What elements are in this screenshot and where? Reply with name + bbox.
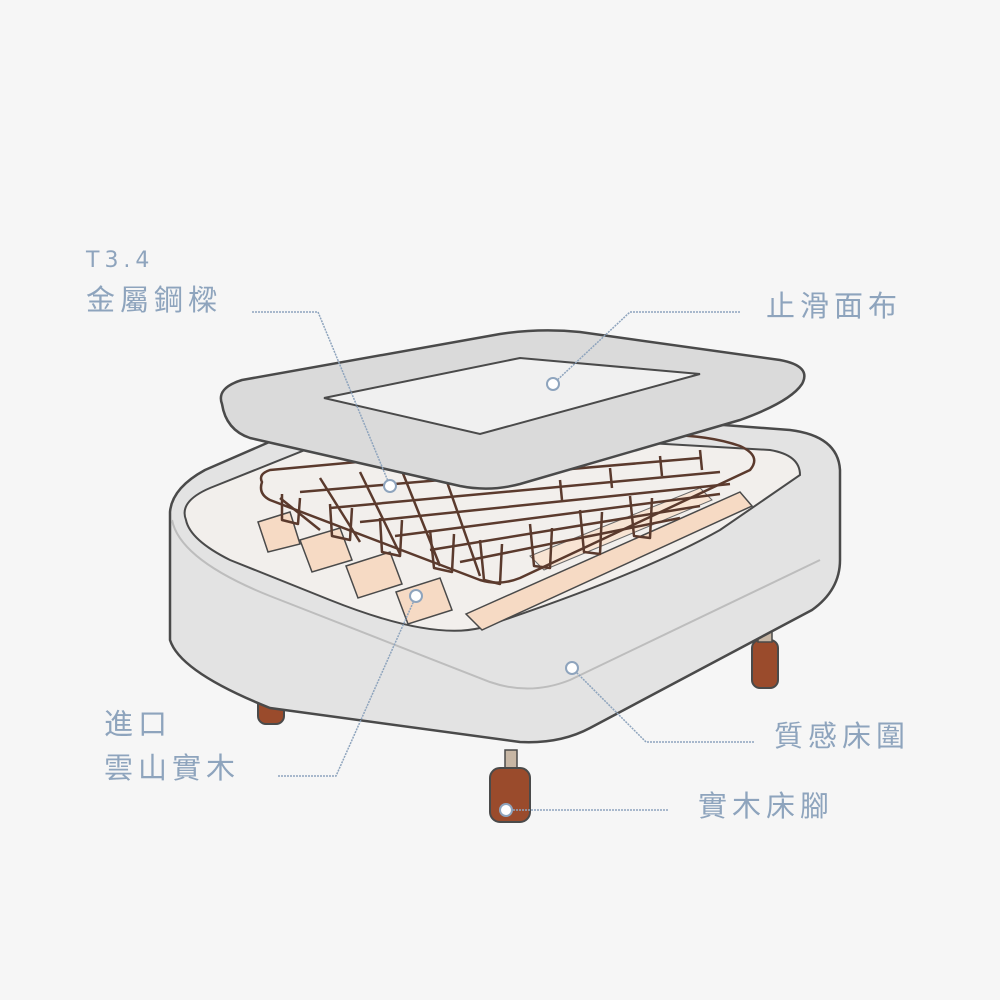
label-textured-surround: 質感床圍: [774, 719, 911, 753]
leader-nonslip-fabric: [552, 311, 740, 385]
leader-steel-spring: [252, 311, 391, 487]
leader-textured-surround: [571, 667, 754, 743]
dot-nonslip-fabric: [546, 377, 560, 391]
dot-solid-wood-legs: [499, 803, 513, 817]
dot-steel-spring: [383, 479, 397, 493]
label-yunshan-wood: 雲山實木: [104, 751, 241, 785]
dot-imported-wood: [409, 589, 423, 603]
label-imported: 進口: [104, 707, 173, 741]
leader-imported-wood: [278, 595, 417, 777]
leader-lines: [252, 311, 754, 811]
label-nonslip-fabric: 止滑面布: [766, 289, 903, 323]
nonslip-topper: [219, 329, 806, 490]
label-steel-spring-spec: T3.4: [86, 248, 155, 273]
callout-dots: [383, 377, 579, 817]
dot-textured-surround: [565, 661, 579, 675]
label-solid-wood-legs: 實木床腳: [698, 789, 835, 823]
label-steel-spring: 金屬鋼樑: [86, 283, 223, 317]
